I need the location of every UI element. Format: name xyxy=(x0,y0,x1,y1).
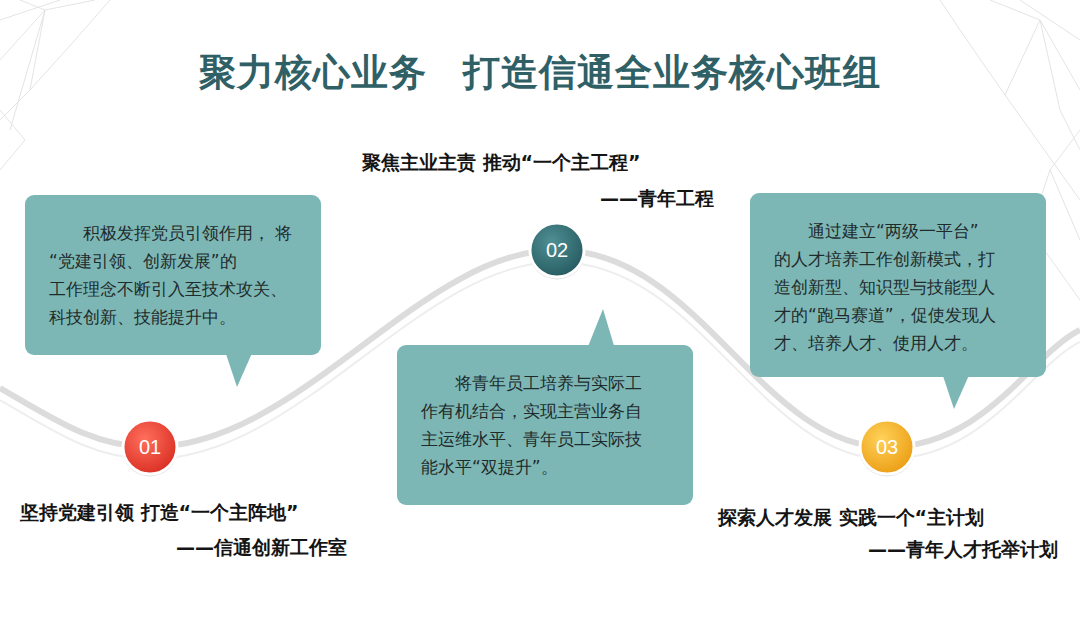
section-subheading: ——信通创新工作室 xyxy=(20,535,347,561)
number-circle: 03 xyxy=(858,418,916,476)
section-heading: 聚焦主业主责 推动“一个主工程” xyxy=(362,150,717,176)
callout-number: 03 xyxy=(858,418,916,476)
section-heading: 探索人才发展 实践一个“主计划 xyxy=(718,505,1063,531)
page-title: 聚力核心业务 打造信通全业务核心班组 xyxy=(0,48,1080,98)
bubble-text: 通过建立“两级一平台” 的人才培养工作创新模式，打 造创新型、知识型与技能型人 … xyxy=(774,217,1022,357)
number-circle: 02 xyxy=(528,221,586,279)
callout-number: 01 xyxy=(121,418,179,476)
callout-number: 02 xyxy=(528,221,586,279)
section-subheading: ——青年人才托举计划 xyxy=(700,537,1058,563)
section-subheading: ——青年工程 xyxy=(362,186,714,212)
speech-bubble: 通过建立“两级一平台” 的人才培养工作创新模式，打 造创新型、知识型与技能型人 … xyxy=(750,193,1046,377)
number-circle: 01 xyxy=(121,418,179,476)
bubble-tail xyxy=(225,351,255,391)
section-heading: 坚持党建引领 打造“一个主阵地” xyxy=(20,500,365,526)
bubble-tail xyxy=(587,309,617,349)
bubble-tail xyxy=(942,373,972,413)
bubble-text: 积极发挥党员引领作用， 将“党建引领、创新发展”的 工作理念不断引入至技术攻关、… xyxy=(49,219,297,331)
speech-bubble: 将青年员工培养与实际工 作有机结合，实现主营业务自 主运维水平、青年员工实际技 … xyxy=(397,345,693,505)
speech-bubble: 积极发挥党员引领作用， 将“党建引领、创新发展”的 工作理念不断引入至技术攻关、… xyxy=(25,195,321,355)
bubble-text: 将青年员工培养与实际工 作有机结合，实现主营业务自 主运维水平、青年员工实际技 … xyxy=(421,369,669,481)
